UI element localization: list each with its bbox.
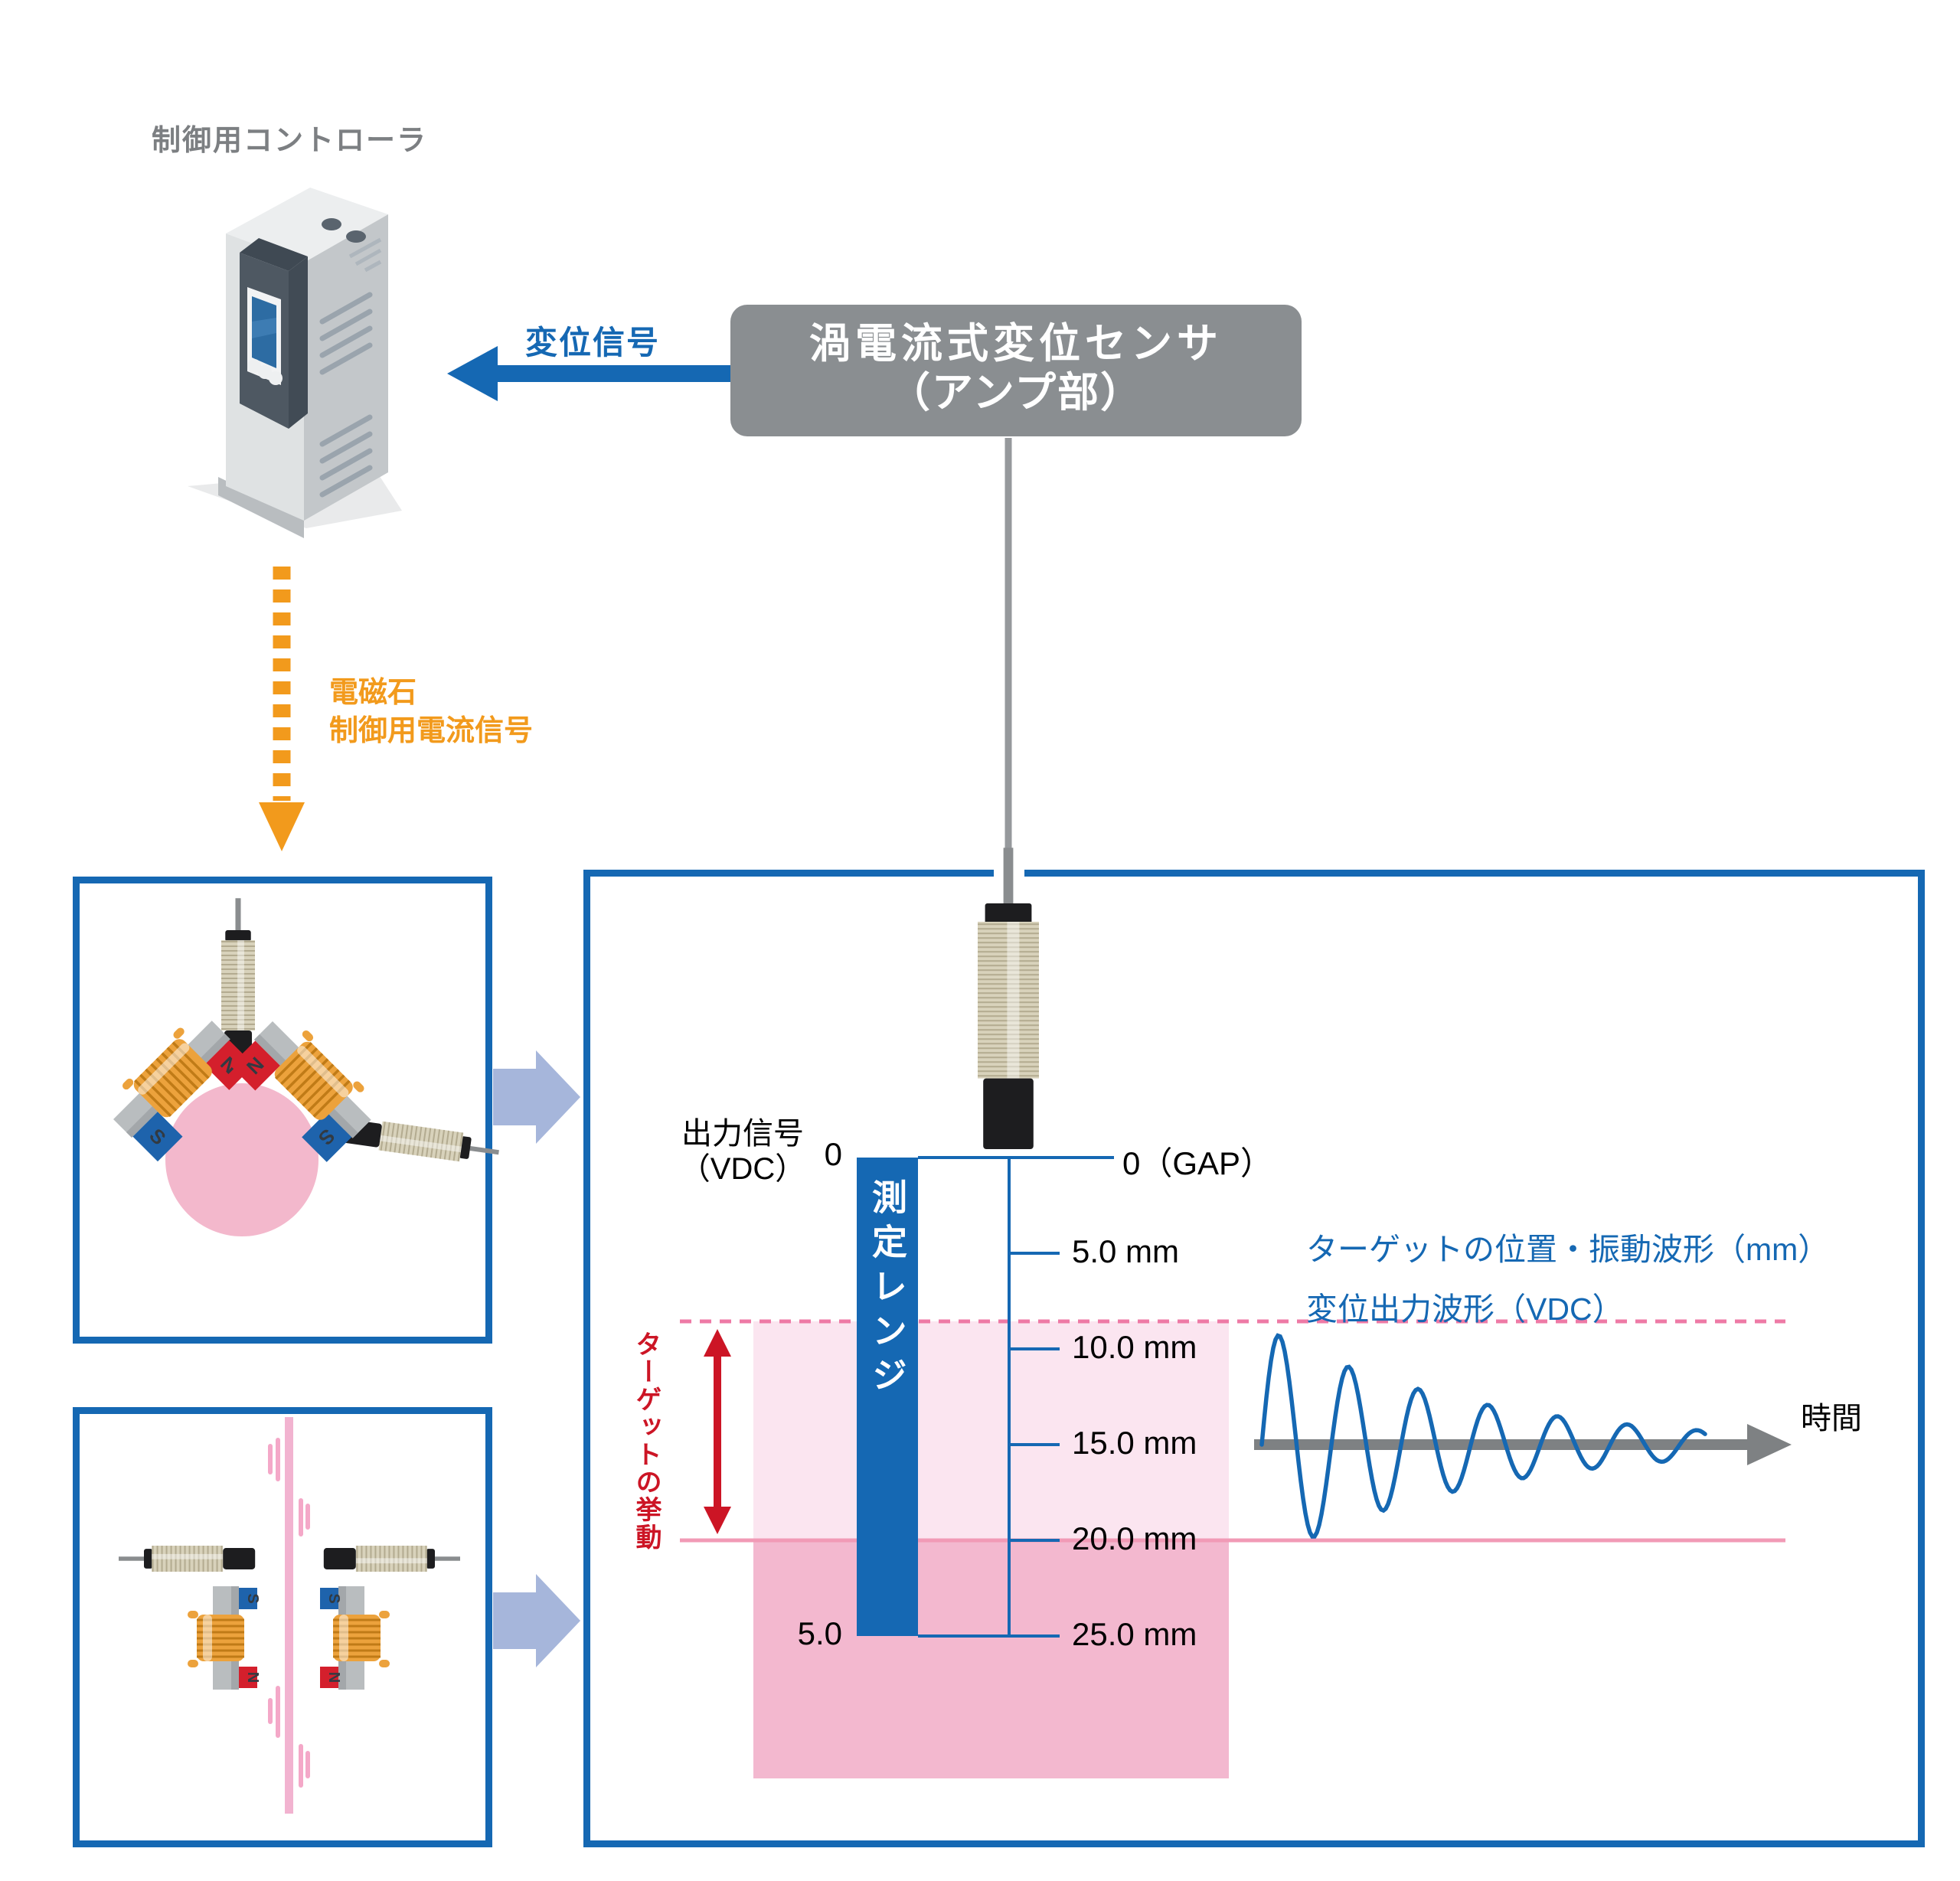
displacement-signal-label: 変位信号 — [525, 325, 661, 361]
thrust-disc — [285, 1417, 293, 1814]
sensor-probe-small — [323, 1546, 460, 1572]
vibration-waveform — [1259, 1333, 1707, 1539]
svg-text:N: N — [244, 1672, 261, 1683]
controller-vents — [319, 292, 373, 498]
target-zone-light — [753, 1321, 1229, 1540]
panel-button — [247, 359, 261, 373]
controller-side-face — [304, 214, 388, 521]
controller-label: 制御用コントローラ — [152, 125, 428, 157]
sensor-probe-main — [978, 847, 1039, 1150]
amplifier-box-title: 渦電流式変位センサ — [809, 321, 1223, 367]
tick-label: 20.0 mm — [1072, 1520, 1197, 1556]
measurement-detail-box — [583, 870, 1925, 1847]
measuring-range-bar: 測定レンジ — [857, 1158, 918, 1636]
controller-port-icon — [322, 218, 341, 230]
panel-button — [269, 371, 283, 385]
tick-label: 25.0 mm — [1072, 1616, 1197, 1652]
output-signal-label: 出力信号 （VDC） — [658, 1116, 827, 1187]
screen-glare — [252, 318, 276, 338]
amplifier-box: 渦電流式変位センサ （アンプ部） — [730, 305, 1302, 436]
amplifier-box-subtitle: （アンプ部） — [888, 370, 1144, 416]
magnet-signal-line1: 電磁石 — [329, 677, 417, 709]
sensor-probe-small — [119, 1546, 256, 1572]
panel-side — [289, 256, 308, 429]
axial-sensor-box — [73, 1407, 492, 1847]
magnet-signal-label: 電磁石 制御用電流信号 — [329, 674, 533, 750]
magnet-signal-line2: 制御用電流信号 — [329, 715, 534, 747]
sensor-probe-small — [342, 1118, 499, 1162]
svg-text:S: S — [325, 1593, 342, 1603]
panel-top — [240, 238, 308, 271]
electromagnet: SN — [320, 1586, 390, 1690]
flow-arrow-top — [493, 1050, 580, 1144]
output-signal-line1: 出力信号 — [681, 1117, 804, 1151]
tick-label: 10.0 mm — [1072, 1329, 1197, 1365]
rotor-shaft-section — [165, 1083, 318, 1236]
time-axis-label: 時間 — [1801, 1402, 1862, 1435]
target-behavior-label: ターゲットの挙動 — [632, 1331, 661, 1551]
tick-label: 15.0 mm — [1072, 1425, 1197, 1461]
measuring-range-label: 測定レンジ — [867, 1179, 907, 1401]
target-behavior-arrow — [704, 1329, 731, 1534]
target-zone-dark — [753, 1540, 1229, 1778]
output-signal-line2: （VDC） — [679, 1152, 806, 1186]
output-top-value: 0 — [824, 1136, 842, 1172]
gap-zero-label: 0（GAP） — [1122, 1145, 1273, 1181]
panel-button — [258, 365, 272, 379]
controller-logo-lines — [348, 237, 382, 273]
electromagnet: NS — [230, 1021, 371, 1162]
electromagnet: SN — [188, 1586, 261, 1690]
vibration-marks — [268, 1438, 310, 1788]
tick-label: 5.0 mm — [1072, 1233, 1180, 1269]
svg-text:N: N — [325, 1672, 342, 1683]
flow-arrow-bottom — [493, 1574, 580, 1667]
waveform-label-line2: 変位出力波形（VDC） — [1306, 1292, 1624, 1327]
controller-port-icon — [346, 230, 366, 243]
waveform-label-line1: ターゲットの位置・振動波形（mm） — [1306, 1232, 1830, 1267]
displacement-signal-arrow — [447, 346, 730, 401]
output-bottom-value: 5.0 — [797, 1615, 842, 1651]
electromagnet: SN — [113, 1021, 254, 1162]
current-signal-arrow — [259, 567, 305, 851]
svg-text:S: S — [244, 1593, 261, 1603]
controller-illustration — [188, 188, 402, 538]
radial-sensor-box — [73, 877, 492, 1344]
controller-base — [218, 477, 304, 538]
gap-scale — [918, 1156, 1114, 1638]
time-axis — [1254, 1424, 1792, 1465]
